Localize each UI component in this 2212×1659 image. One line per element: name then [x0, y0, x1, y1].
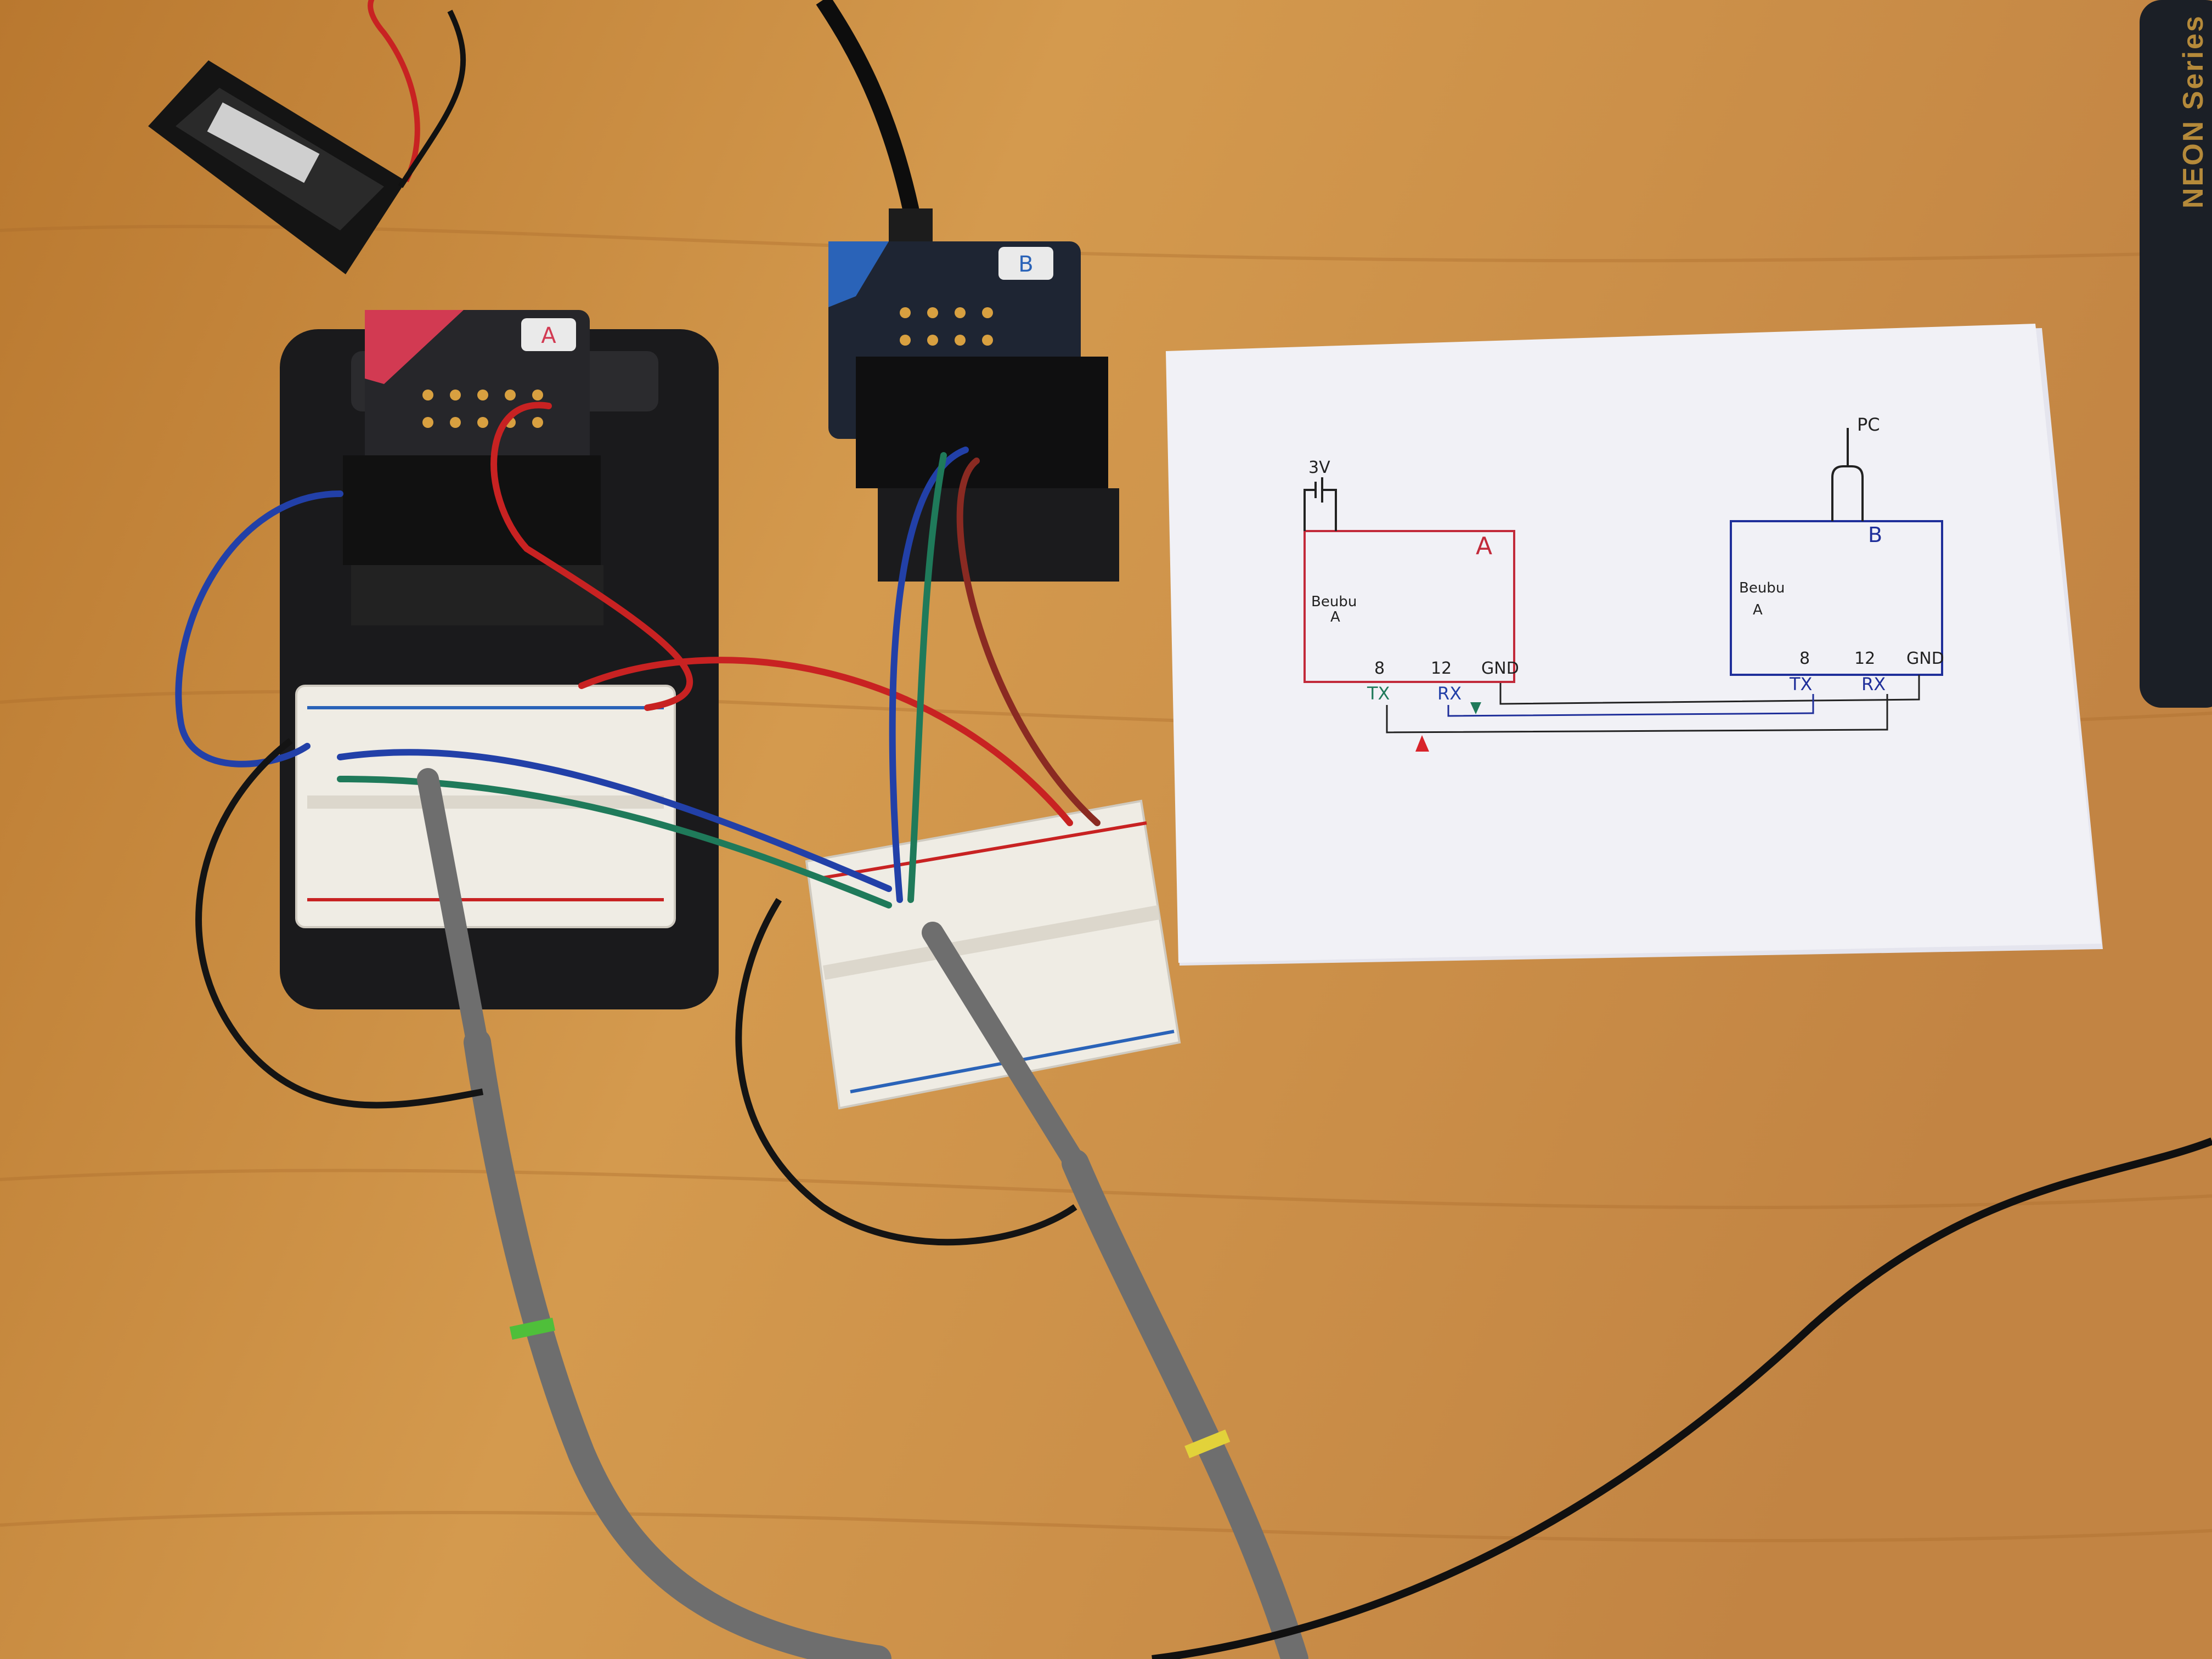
battery-pack [148, 0, 466, 274]
sketch-a-label: A [1476, 532, 1492, 560]
usb-cable [816, 0, 930, 276]
sketch-a-pin-gnd: GND [1481, 659, 1519, 678]
sketch-a-pin-12: 12 [1431, 659, 1452, 678]
sketch-pc-label: PC [1857, 414, 1880, 435]
microbit-a: A [343, 310, 603, 625]
sketch-a-tx: TX [1367, 683, 1390, 704]
sketch-arrow-green [1470, 702, 1481, 714]
board-a-label: A [541, 323, 556, 348]
board-b-label: B [1018, 252, 1033, 277]
edge-connector-a [343, 455, 601, 565]
mouse-pad-text: NEON Series [2177, 14, 2209, 208]
sketch-a-name-2: A [1330, 609, 1340, 625]
schematic-sketch: A Beubu A 8 12 GND TX RX 3V B Beubu A 8 … [1304, 414, 1944, 752]
edge-connector-b [856, 357, 1108, 488]
sketch-a-rx: RX [1437, 683, 1462, 704]
sketch-b-tx: TX [1789, 674, 1812, 695]
sketch-wire-gnd [1499, 675, 1920, 705]
mouse-pad: NEON Series [2140, 0, 2212, 708]
sketch-b-pin-12: 12 [1854, 649, 1875, 668]
sketch-supply-symbol [1304, 477, 1337, 531]
scope-cable [1152, 1137, 2212, 1659]
sketch-b-name-1: Beubu [1739, 580, 1785, 596]
sketch-box-b [1730, 520, 1943, 676]
probe-right [735, 898, 1308, 1659]
sketch-supply-label: 3V [1308, 458, 1330, 477]
breadboard-left [295, 685, 676, 928]
sketch-b-name-2: A [1753, 602, 1763, 618]
sketch-arrow-red [1415, 735, 1429, 752]
sketch-pc-connector [1831, 428, 1864, 521]
paper-sheet [1166, 324, 2103, 966]
sketch-b-label: B [1868, 523, 1882, 547]
sketch-b-rx: RX [1861, 674, 1886, 695]
sketch-box-a [1304, 530, 1515, 683]
sketch-a-pin-8: 8 [1374, 659, 1385, 678]
sketch-b-pin-8: 8 [1799, 649, 1810, 668]
sketch-wire-tx-rx [1386, 694, 1888, 733]
sketch-b-pin-gnd: GND [1906, 649, 1944, 668]
sketch-a-name-1: Beubu [1311, 594, 1357, 610]
microbit-b: B [828, 241, 1119, 582]
jumper-wires [175, 402, 1101, 909]
probe-left [195, 738, 891, 1659]
sketch-wire-rx-tx [1447, 694, 1814, 717]
